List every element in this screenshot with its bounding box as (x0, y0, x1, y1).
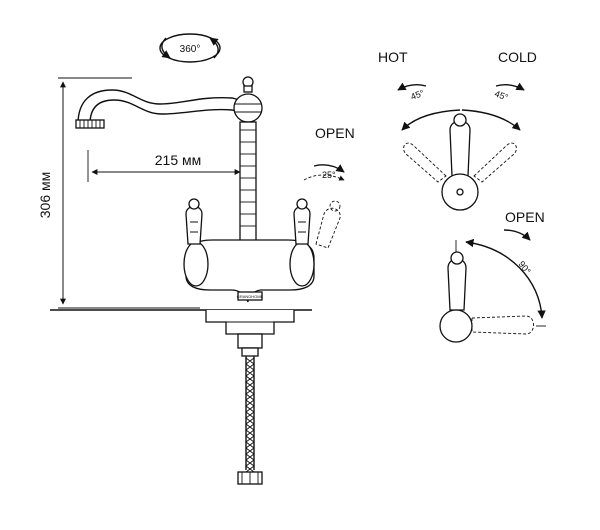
lever-open-view: OPEN 90° (439, 209, 546, 343)
brand-mark: GRANDHOME (237, 294, 264, 299)
hot-label: HOT (378, 49, 408, 65)
height-label: 306 мм (37, 172, 53, 219)
open-angle-label: 25° (322, 170, 336, 180)
aerator (75, 119, 105, 129)
hot-angle-label: 45° (409, 88, 426, 102)
hot-cold-view: HOT COLD 45° 45° (378, 49, 537, 211)
braided-hose (245, 357, 255, 473)
reach-label: 215 мм (155, 152, 202, 168)
faucet-side-view: GRANDHOME (50, 76, 341, 485)
rotation-icon: 360° (159, 33, 221, 63)
height-dimension: 306 мм (37, 77, 200, 309)
open-label: OPEN (315, 125, 355, 141)
rotation-label: 360° (180, 44, 201, 55)
open-angle-annotation: OPEN 25° (303, 125, 355, 181)
cold-angle-label: 45° (493, 88, 510, 102)
cold-lever (293, 205, 311, 245)
lever-open-angle-label: 90° (516, 259, 533, 276)
cold-label: COLD (498, 49, 537, 65)
lever-open-label: OPEN (505, 209, 545, 225)
hot-lever (185, 205, 203, 245)
reach-dimension: 215 мм (87, 150, 241, 182)
